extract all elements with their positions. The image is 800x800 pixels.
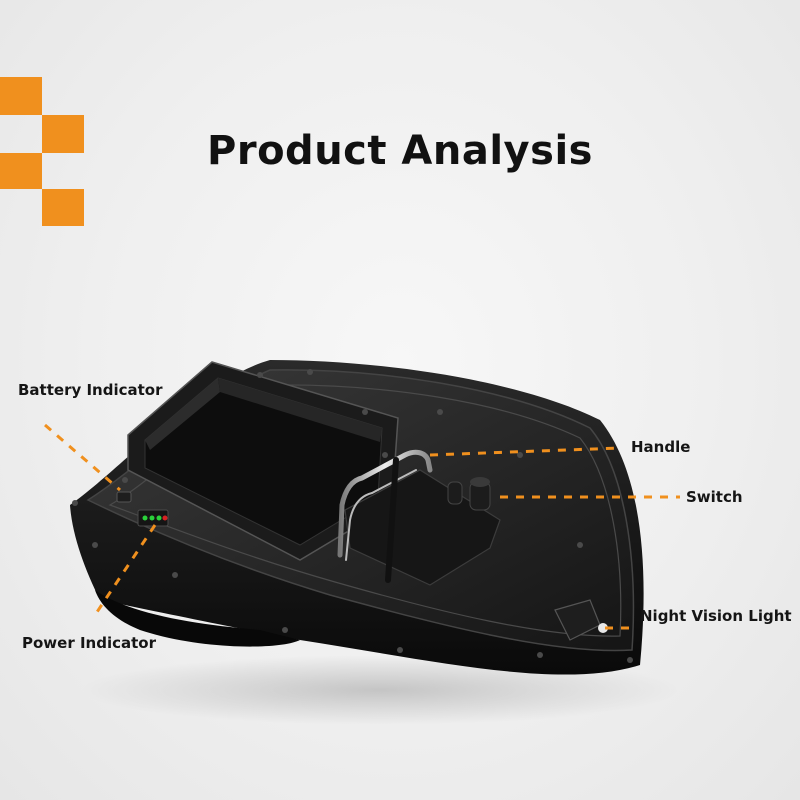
night-light-lens [598,623,608,633]
handle-bar [337,449,433,558]
corner-decoration-square-4 [42,189,84,226]
battery-callout-line [44,423,121,492]
corner-decoration-square-3 [0,153,42,189]
switch-knob [447,477,491,511]
battery-indicator-label: Battery Indicator [18,381,163,399]
corner-decoration-square-2 [42,115,84,153]
hull-screws [72,369,633,663]
power-callout-line [93,524,157,616]
night-vision-light-label: Night Vision Light [640,607,792,625]
boat-keel [95,590,300,647]
page-title: Product Analysis [207,128,593,174]
bait-hopper [127,361,399,561]
antenna [385,457,399,583]
switch-label: Switch [686,488,743,506]
power-indicator-label: Power Indicator [22,634,156,652]
callout-lines [44,423,680,630]
battery-indicator-led [116,491,132,503]
handle-label: Handle [631,438,691,456]
corner-decoration-square-1 [0,77,42,115]
bait-boat [70,360,644,675]
